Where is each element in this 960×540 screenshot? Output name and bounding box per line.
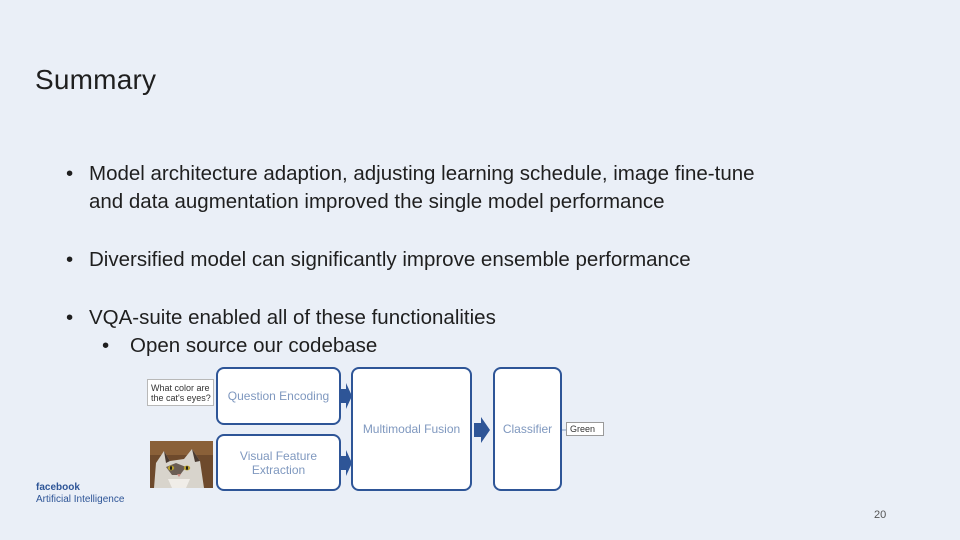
page-number: 20 <box>874 509 887 521</box>
classifier-box: Classifier <box>493 367 562 491</box>
multimodal-fusion-box: Multimodal Fusion <box>351 367 472 491</box>
arrow-icon <box>474 417 490 443</box>
arrow-icon <box>340 383 352 409</box>
box-label: Classifier <box>502 422 553 436</box>
question-card: What color are the cat's eyes? <box>147 379 214 406</box>
box-label: Question Encoding <box>227 389 330 403</box>
bullet-text: VQA-suite enabled all of these functiona… <box>89 306 496 329</box>
slide-title: Summary <box>35 64 157 95</box>
question-encoding-box: Question Encoding <box>216 367 341 425</box>
answer-box: Green <box>566 422 604 436</box>
question-line: What color are <box>151 383 210 393</box>
bullet-text: Diversified model can significantly impr… <box>89 248 691 271</box>
question-line: the cat's eyes? <box>151 393 211 403</box>
logo-line: Artificial Intelligence <box>36 494 125 505</box>
cat-photo-icon <box>150 441 213 488</box>
bullet-line: Model architecture adaption, adjusting l… <box>89 162 755 185</box>
facebook-ai-logo: facebook Artificial Intelligence <box>36 482 124 506</box>
bullet-dot: • <box>66 248 74 271</box>
arrow-icon <box>340 450 352 476</box>
bullet-dot: • <box>66 306 74 329</box>
bullet-line: and data augmentation improved the singl… <box>89 190 665 213</box>
sub-bullet-text: Open source our codebase <box>130 334 378 357</box>
box-label: Multimodal Fusion <box>362 422 461 436</box>
logo-line: facebook <box>36 482 80 493</box>
bullet-dot: • <box>66 162 74 185</box>
visual-feature-box: Visual Feature Extraction <box>216 434 341 491</box>
bullet-text: Model architecture adaption, adjusting l… <box>89 160 829 216</box>
box-label: Visual Feature <box>239 448 318 463</box>
bullet-dot: • <box>102 334 110 357</box>
box-label: Extraction <box>251 462 306 477</box>
